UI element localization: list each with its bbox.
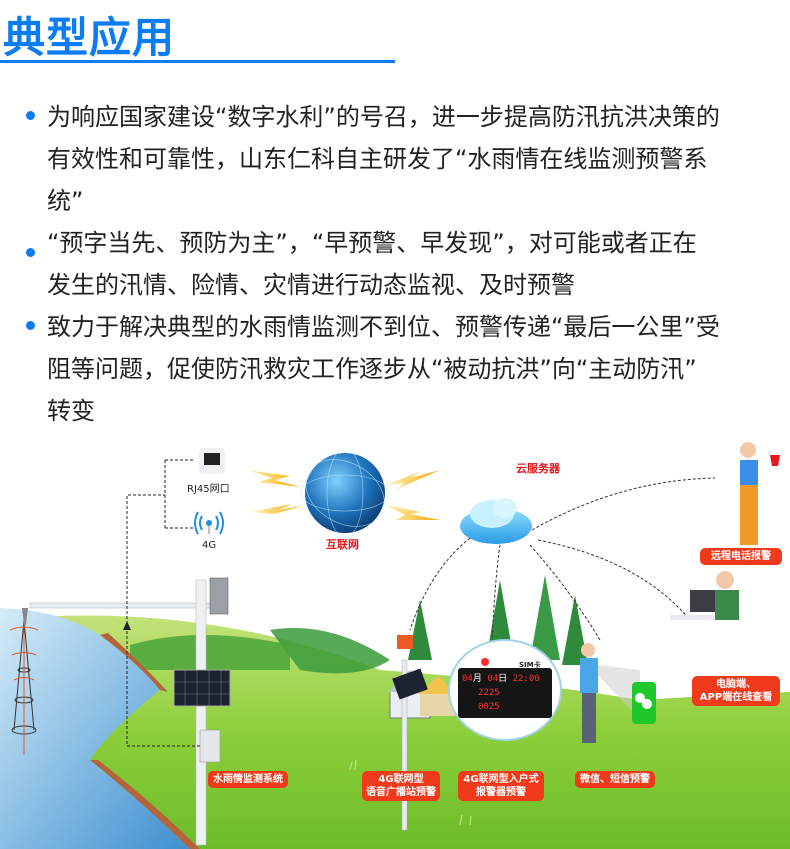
bullet-dot-icon xyxy=(26,111,35,120)
indoor-alarm-label-line1: 4G联网型入户式 xyxy=(463,774,539,785)
monitor-system-label: 水雨情监测系统 xyxy=(208,771,288,788)
display-month: 04 xyxy=(462,674,473,684)
bullet-line: 为响应国家建设“数字水利”的号召，进一步提高防汛抗洪决策的 xyxy=(47,103,720,131)
4g-label: 4G xyxy=(202,540,217,551)
display-month-unit: 月 xyxy=(472,674,482,684)
bullet-dot-icon xyxy=(26,321,35,330)
title-underline xyxy=(0,60,395,63)
page-title: 典型应用 xyxy=(3,13,176,62)
internet-label: 互联网 xyxy=(326,538,359,551)
bullet-line: 发生的汛情、险情、灾情进行动态监视、及时预警 xyxy=(47,271,575,299)
bullet-line: 有效性和可靠性，山东仁科自主研发了“水雨情在线监测预警系 xyxy=(47,145,708,173)
display-day: 04 xyxy=(487,674,499,684)
bullet-line: “预字当先、预防为主”，“早预警、早发现”，对可能或者正在 xyxy=(47,229,697,257)
display-value1: 2225 xyxy=(478,688,500,698)
bullet-dot-icon xyxy=(26,248,35,257)
indoor-alarm-label: 4G联网型入户式 报警器预警 xyxy=(458,771,544,801)
bullet-line: 阻等问题，促使防汛救灾工作逐步从“被动抗洪”向“主动防汛” xyxy=(47,355,697,383)
rj45-label: RJ45网口 xyxy=(187,484,230,495)
bullet-list: 为响应国家建设“数字水利”的号召，进一步提高防汛抗洪决策的 有效性和可靠性，山东… xyxy=(0,96,790,432)
indoor-alarm-label-line2: 报警器预警 xyxy=(476,787,526,798)
broadcast-label: 4G联网型 语音广播站预警 xyxy=(362,771,440,801)
section-header: 典型应用 xyxy=(0,0,395,64)
pc-app-label-line1: 电脑端、 xyxy=(716,679,756,690)
bullet-item-3: 致力于解决典型的水雨情监测不到位、预警传递“最后一公里”受 阻等问题，促使防汛救… xyxy=(0,306,790,432)
cloud-server-label: 云服务器 xyxy=(516,462,560,475)
broadcast-label-line2: 语音广播站预警 xyxy=(366,787,436,798)
display-time: 22:00 xyxy=(512,674,540,684)
wechat-sms-label: 微信、短信预警 xyxy=(575,771,655,788)
system-diagram: RJ45网口 4G 互联网 云服务器 远程电话报警 电脑端、 APP端在线查看 … xyxy=(0,430,790,849)
pc-app-label-line2: APP端在线查看 xyxy=(699,692,773,703)
bullet-line: 转变 xyxy=(47,397,95,425)
pc-app-label: 电脑端、 APP端在线查看 xyxy=(692,676,780,706)
bullet-line: 统” xyxy=(47,187,84,215)
led-display: 04月 04日 22:00 2225 0025 xyxy=(462,672,550,714)
display-value2: 0025 xyxy=(478,702,500,712)
diagram-illustration xyxy=(0,442,790,849)
bullet-item-1: 为响应国家建设“数字水利”的号召，进一步提高防汛抗洪决策的 有效性和可靠性，山东… xyxy=(0,96,790,222)
sim-label: SIM卡 xyxy=(519,661,541,669)
phone-alarm-label: 远程电话报警 xyxy=(700,548,782,565)
bullet-line: 致力于解决典型的水雨情监测不到位、预警传递“最后一公里”受 xyxy=(47,313,720,341)
display-day-unit: 日 xyxy=(498,674,508,684)
bullet-item-2: “预字当先、预防为主”，“早预警、早发现”，对可能或者正在 发生的汛情、险情、灾… xyxy=(0,222,790,306)
broadcast-label-line1: 4G联网型 xyxy=(378,774,424,785)
